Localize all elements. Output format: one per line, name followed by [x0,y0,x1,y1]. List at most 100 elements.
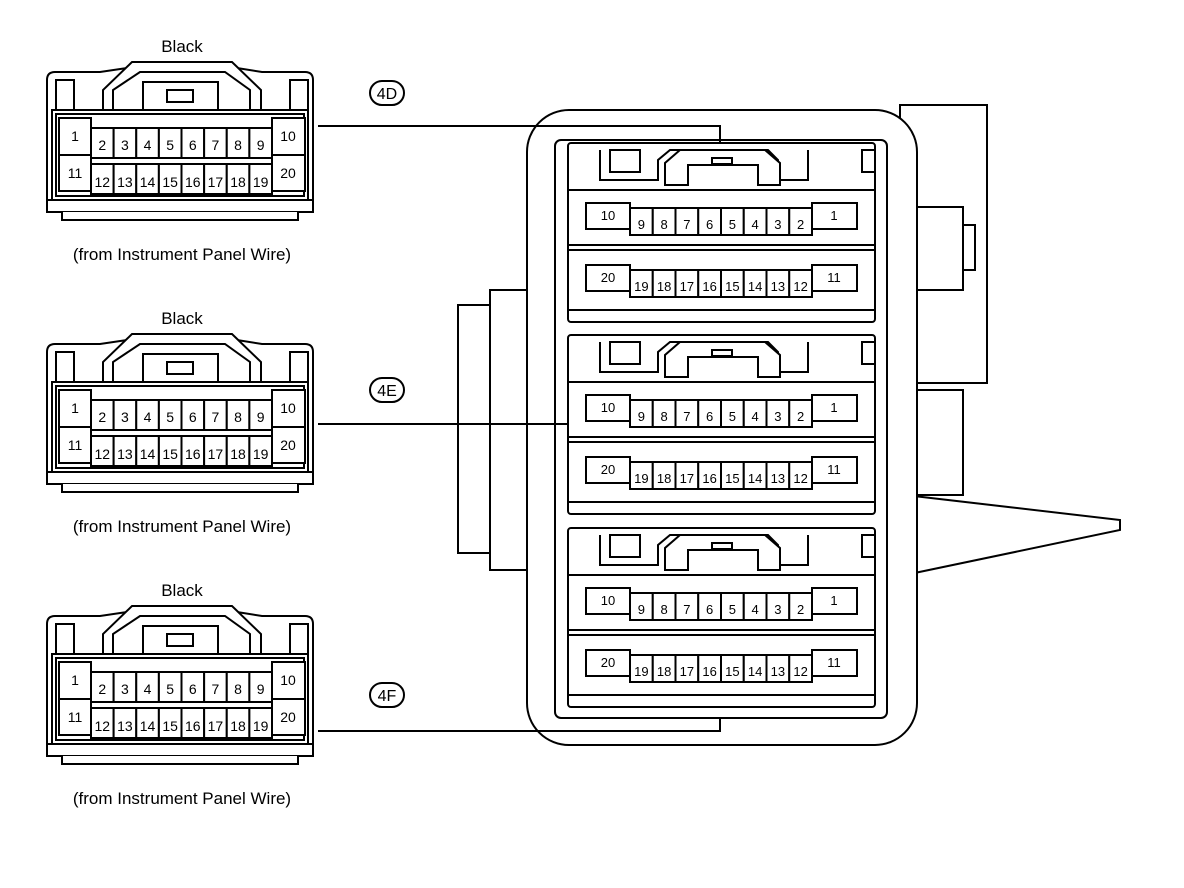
pin-number: 11 [827,462,841,477]
pin-cell [788,461,813,490]
connector-rail [46,199,314,213]
pin-number: 19 [253,446,269,462]
pin-cell [248,435,273,467]
pin-number: 14 [140,174,156,190]
pin-number: 14 [748,279,762,294]
pin-number: 5 [729,217,736,232]
pin-number: 1 [830,400,837,415]
pin-cell [788,592,813,621]
lock-latch-slot [142,353,219,389]
lock-latch-slot [142,625,219,661]
pin-number: 10 [280,672,296,688]
block-side-tab [962,224,976,271]
pin-number: 6 [189,681,197,697]
pin-number: 9 [257,409,265,425]
pin-number: 17 [208,446,224,462]
pin-number: 12 [95,174,111,190]
pin-number: 18 [657,664,671,679]
pin-cell [248,399,273,431]
pin-number: 2 [98,137,106,153]
connector-id-bubble [369,682,405,708]
pin-number: 6 [189,137,197,153]
pin-number: 2 [98,409,106,425]
pin-number: 20 [601,462,615,477]
pin-number: 13 [117,718,133,734]
connector-rail [46,743,314,757]
pin-number: 15 [162,446,178,462]
pin-number: 9 [257,681,265,697]
pin-number: 4 [144,137,152,153]
pin-number: 8 [661,409,668,424]
pin-number: 6 [706,409,713,424]
pin-number: 12 [793,664,807,679]
pin-number: 1 [830,593,837,608]
pin-number: 1 [830,208,837,223]
pin-number: 16 [702,664,716,679]
pin-number: 16 [702,279,716,294]
pin-number: 13 [771,471,785,486]
lock-latch-inner [112,615,251,661]
pin-number: 2 [797,217,804,232]
pin-number: 14 [140,718,156,734]
pin-number: 20 [280,437,296,453]
pin-number: 8 [661,217,668,232]
pin-number: 13 [771,279,785,294]
pin-number: 7 [212,409,220,425]
connector-id-label: 4D [377,86,397,103]
pin-number: 2 [797,602,804,617]
pin-number: 17 [680,664,694,679]
pin-number: 11 [68,437,83,453]
pin-number: 7 [212,681,220,697]
pin-number: 16 [185,446,201,462]
connector-color-label: Black [161,37,203,56]
pin-number: 20 [601,655,615,670]
pin-number: 5 [729,602,736,617]
socket-notch [609,149,641,173]
pin-number: 18 [657,471,671,486]
leader-line [318,125,721,143]
pin-number: 11 [827,655,841,670]
pin-number: 15 [725,664,739,679]
lock-latch-inner [112,71,251,117]
pin-number: 20 [601,270,615,285]
pin-number: 18 [230,174,246,190]
pin-number: 10 [280,400,296,416]
pin-number: 10 [601,593,615,608]
socket-notch [609,534,641,558]
pin-number: 4 [144,409,152,425]
pin-number: 4 [752,602,759,617]
pin-number: 18 [230,718,246,734]
pin-number: 18 [657,279,671,294]
pin-cell [585,456,631,484]
pin-number: 7 [683,409,690,424]
pin-number: 17 [208,174,224,190]
connector-base [61,484,299,493]
connector-id-label: 4F [378,688,397,705]
pin-cell [788,269,813,298]
pin-number: 5 [166,409,174,425]
pin-number: 14 [748,664,762,679]
lock-tab [166,89,194,103]
lock-recess [664,534,781,571]
pin-number: 19 [634,664,648,679]
pin-number: 9 [257,137,265,153]
pin-number: 16 [702,471,716,486]
pin-number: 14 [748,471,762,486]
pin-number: 20 [280,709,296,725]
pin-number: 5 [166,137,174,153]
pin-number: 16 [185,718,201,734]
pin-number: 5 [729,409,736,424]
pin-number: 7 [212,137,220,153]
pin-cell [248,127,273,159]
pin-cell [788,399,813,428]
lock-latch-slot [142,81,219,117]
pin-number: 8 [234,137,242,153]
pin-number: 3 [121,681,129,697]
pin-number: 2 [98,681,106,697]
pin-number: 3 [121,137,129,153]
